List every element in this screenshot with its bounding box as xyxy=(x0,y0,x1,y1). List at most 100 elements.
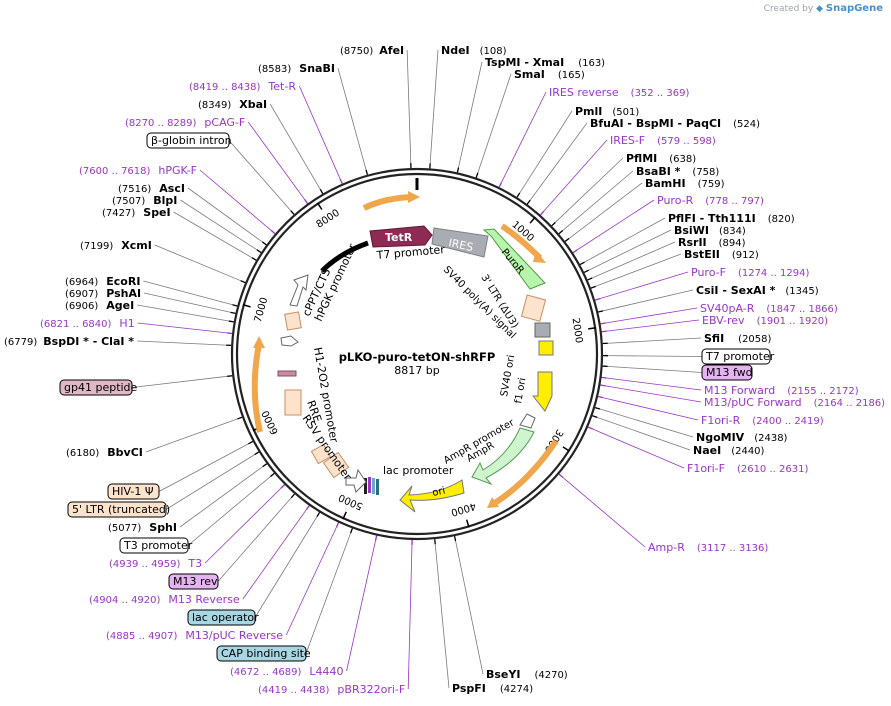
feature-h1-promoter-arrow[interactable] xyxy=(280,335,299,347)
feature-hpgk-arrow[interactable] xyxy=(289,274,309,307)
feature-ori[interactable] xyxy=(399,479,465,513)
site-tick-mark xyxy=(240,280,246,284)
enzyme-pos: (165) xyxy=(558,70,585,81)
primer-name[interactable]: hPGK-F xyxy=(158,164,196,177)
feature-cppt-box[interactable] xyxy=(284,311,302,331)
t7-promoter-box-label[interactable]: T7 promoter xyxy=(701,348,775,365)
feature-lac-region[interactable] xyxy=(364,477,379,495)
feature-ampr[interactable] xyxy=(471,427,535,486)
enzyme-name[interactable]: PshAI xyxy=(106,287,141,300)
enzyme-name[interactable]: RsrII xyxy=(678,236,707,249)
primer-name[interactable]: SV40pA-R xyxy=(700,302,755,315)
enzyme-name[interactable]: BamHI xyxy=(645,177,686,190)
primer-name[interactable]: F1ori-R xyxy=(701,414,741,427)
feature-sv40-ori-box[interactable] xyxy=(538,340,554,356)
feature-sv40-polya[interactable] xyxy=(534,322,551,338)
m13-rev-box-label[interactable]: M13 rev xyxy=(168,573,219,590)
leader-line xyxy=(575,199,655,252)
feature-amprpromoter[interactable] xyxy=(519,413,536,429)
enzyme-name[interactable]: BbvCI xyxy=(107,446,143,459)
orange-feature-ampr-outer[interactable] xyxy=(493,439,559,506)
site-tick-mark xyxy=(558,230,564,235)
orange-feature-left[interactable] xyxy=(251,343,263,433)
site-tick-mark xyxy=(237,416,243,420)
feature-rsv-box1[interactable] xyxy=(322,451,350,479)
hiv1-psi-box-label[interactable]: HIV-1 Ψ xyxy=(107,483,160,500)
backbone-outer-ring xyxy=(230,167,604,541)
site-tick-mark xyxy=(230,311,236,315)
enzyme-name[interactable]: CsiI - SexAI * xyxy=(696,284,776,297)
enzyme-name[interactable]: BsiWI xyxy=(674,224,709,237)
primer-name[interactable]: M13 Forward xyxy=(704,384,775,397)
feature-rre-box[interactable] xyxy=(284,389,302,416)
primer-name[interactable]: M13/pUC Forward xyxy=(704,396,802,409)
svg-text:IRES-F(579 .. 598): IRES-F(579 .. 598) xyxy=(610,134,716,147)
enzyme-name[interactable]: SnaBI xyxy=(299,62,335,75)
enzyme-name[interactable]: SmaI xyxy=(514,68,545,81)
t3-promoter-box-label[interactable]: T3 promoter xyxy=(119,537,193,554)
m13-fwd-box-label[interactable]: M13 fwd xyxy=(701,364,753,381)
enzyme-name[interactable]: AfeI xyxy=(379,44,404,57)
primer-name[interactable]: pCAG-F xyxy=(204,116,245,129)
primer-name[interactable]: IRES reverse xyxy=(549,86,619,99)
enzyme-name[interactable]: XbaI xyxy=(239,98,267,111)
site-tick-mark xyxy=(592,415,598,418)
feature-3ltr[interactable] xyxy=(520,294,547,322)
enzyme-name[interactable]: SphI xyxy=(149,521,177,534)
site-tick-mark xyxy=(350,528,353,534)
primer-name[interactable]: F1ori-F xyxy=(687,462,725,475)
enzyme-name[interactable]: SpeI xyxy=(143,206,170,219)
lac-operator-box-label[interactable]: lac operator xyxy=(187,609,259,626)
beta-globin-intron-label[interactable]: β-globin intron xyxy=(146,132,232,149)
primer-name[interactable]: H1 xyxy=(119,317,134,330)
enzyme-name[interactable]: NaeI xyxy=(693,444,721,457)
enzyme-name[interactable]: PmlI xyxy=(575,105,602,118)
hiv1-box-text: HIV-1 Ψ xyxy=(112,485,154,498)
enzyme-name[interactable]: PflMI xyxy=(626,152,657,165)
primer-name[interactable]: M13/pUC Reverse xyxy=(185,629,283,642)
feature-rsv-box2[interactable] xyxy=(310,443,332,465)
primer-name[interactable]: EBV-rev xyxy=(702,314,745,327)
enzyme-name[interactable]: BfuAI - BspMI - PaqCI xyxy=(590,117,721,130)
orange-feature-top[interactable] xyxy=(362,194,413,211)
enzyme-name[interactable]: PflFI - Tth111I xyxy=(668,212,756,225)
enzyme-name[interactable]: BlpI xyxy=(153,194,177,207)
primer-name[interactable]: Puro-F xyxy=(691,266,726,279)
enzyme-name[interactable]: EcoRI xyxy=(106,275,140,288)
site-tick-mark xyxy=(270,472,275,478)
site-tick-mark xyxy=(248,440,254,445)
enzyme-name[interactable]: XcmI xyxy=(121,239,152,252)
primer-name[interactable]: M13 Reverse xyxy=(168,593,239,606)
ltr-truncated-box-label[interactable]: 5' LTR (truncated) xyxy=(67,501,170,518)
primer-name[interactable]: IRES-F xyxy=(610,134,645,147)
feature-f1-ori[interactable] xyxy=(531,371,553,412)
enzyme-name[interactable]: AscI xyxy=(159,182,185,195)
feature-ires[interactable]: IRES xyxy=(431,227,489,258)
gp41-peptide-box-label[interactable]: gp41 peptide xyxy=(59,379,138,396)
enzyme-pos: (6907) xyxy=(65,289,98,300)
enzyme-name[interactable]: BseYI xyxy=(486,668,520,681)
primer-name[interactable]: pBR322ori-F xyxy=(337,683,405,696)
cap-binding-site-box-label[interactable]: CAP binding site xyxy=(216,645,311,662)
primer-name[interactable]: T3 xyxy=(187,557,202,570)
site-tick-mark xyxy=(256,249,262,254)
primer-name[interactable]: Puro-R xyxy=(657,194,694,207)
primer-name[interactable]: L4440 xyxy=(309,665,343,678)
enzyme-name[interactable]: PspFI xyxy=(452,682,486,695)
primer-name[interactable]: Tet-R xyxy=(267,80,296,93)
enzyme-name[interactable]: AgeI xyxy=(106,299,134,312)
enzyme-name[interactable]: NgoMIV xyxy=(696,431,745,444)
enzyme-name[interactable]: BspDI * - ClaI * xyxy=(43,335,134,348)
leader-line xyxy=(560,170,634,233)
enzyme-name[interactable]: BsaBI * xyxy=(636,165,681,178)
feature-lac-promoter-arrow[interactable] xyxy=(345,468,367,493)
leader-line xyxy=(179,465,265,528)
feature-tetr[interactable]: TetR xyxy=(369,225,433,248)
enzyme-pos: (2440) xyxy=(731,446,764,457)
feature-gp41-box[interactable] xyxy=(277,370,297,377)
enzyme-name[interactable]: TspMI - XmaI xyxy=(485,56,564,69)
enzyme-name[interactable]: BstEII xyxy=(684,248,720,261)
enzyme-name[interactable]: NdeI xyxy=(441,44,470,57)
enzyme-name[interactable]: SfiI xyxy=(704,332,724,345)
primer-name[interactable]: Amp-R xyxy=(648,541,685,554)
